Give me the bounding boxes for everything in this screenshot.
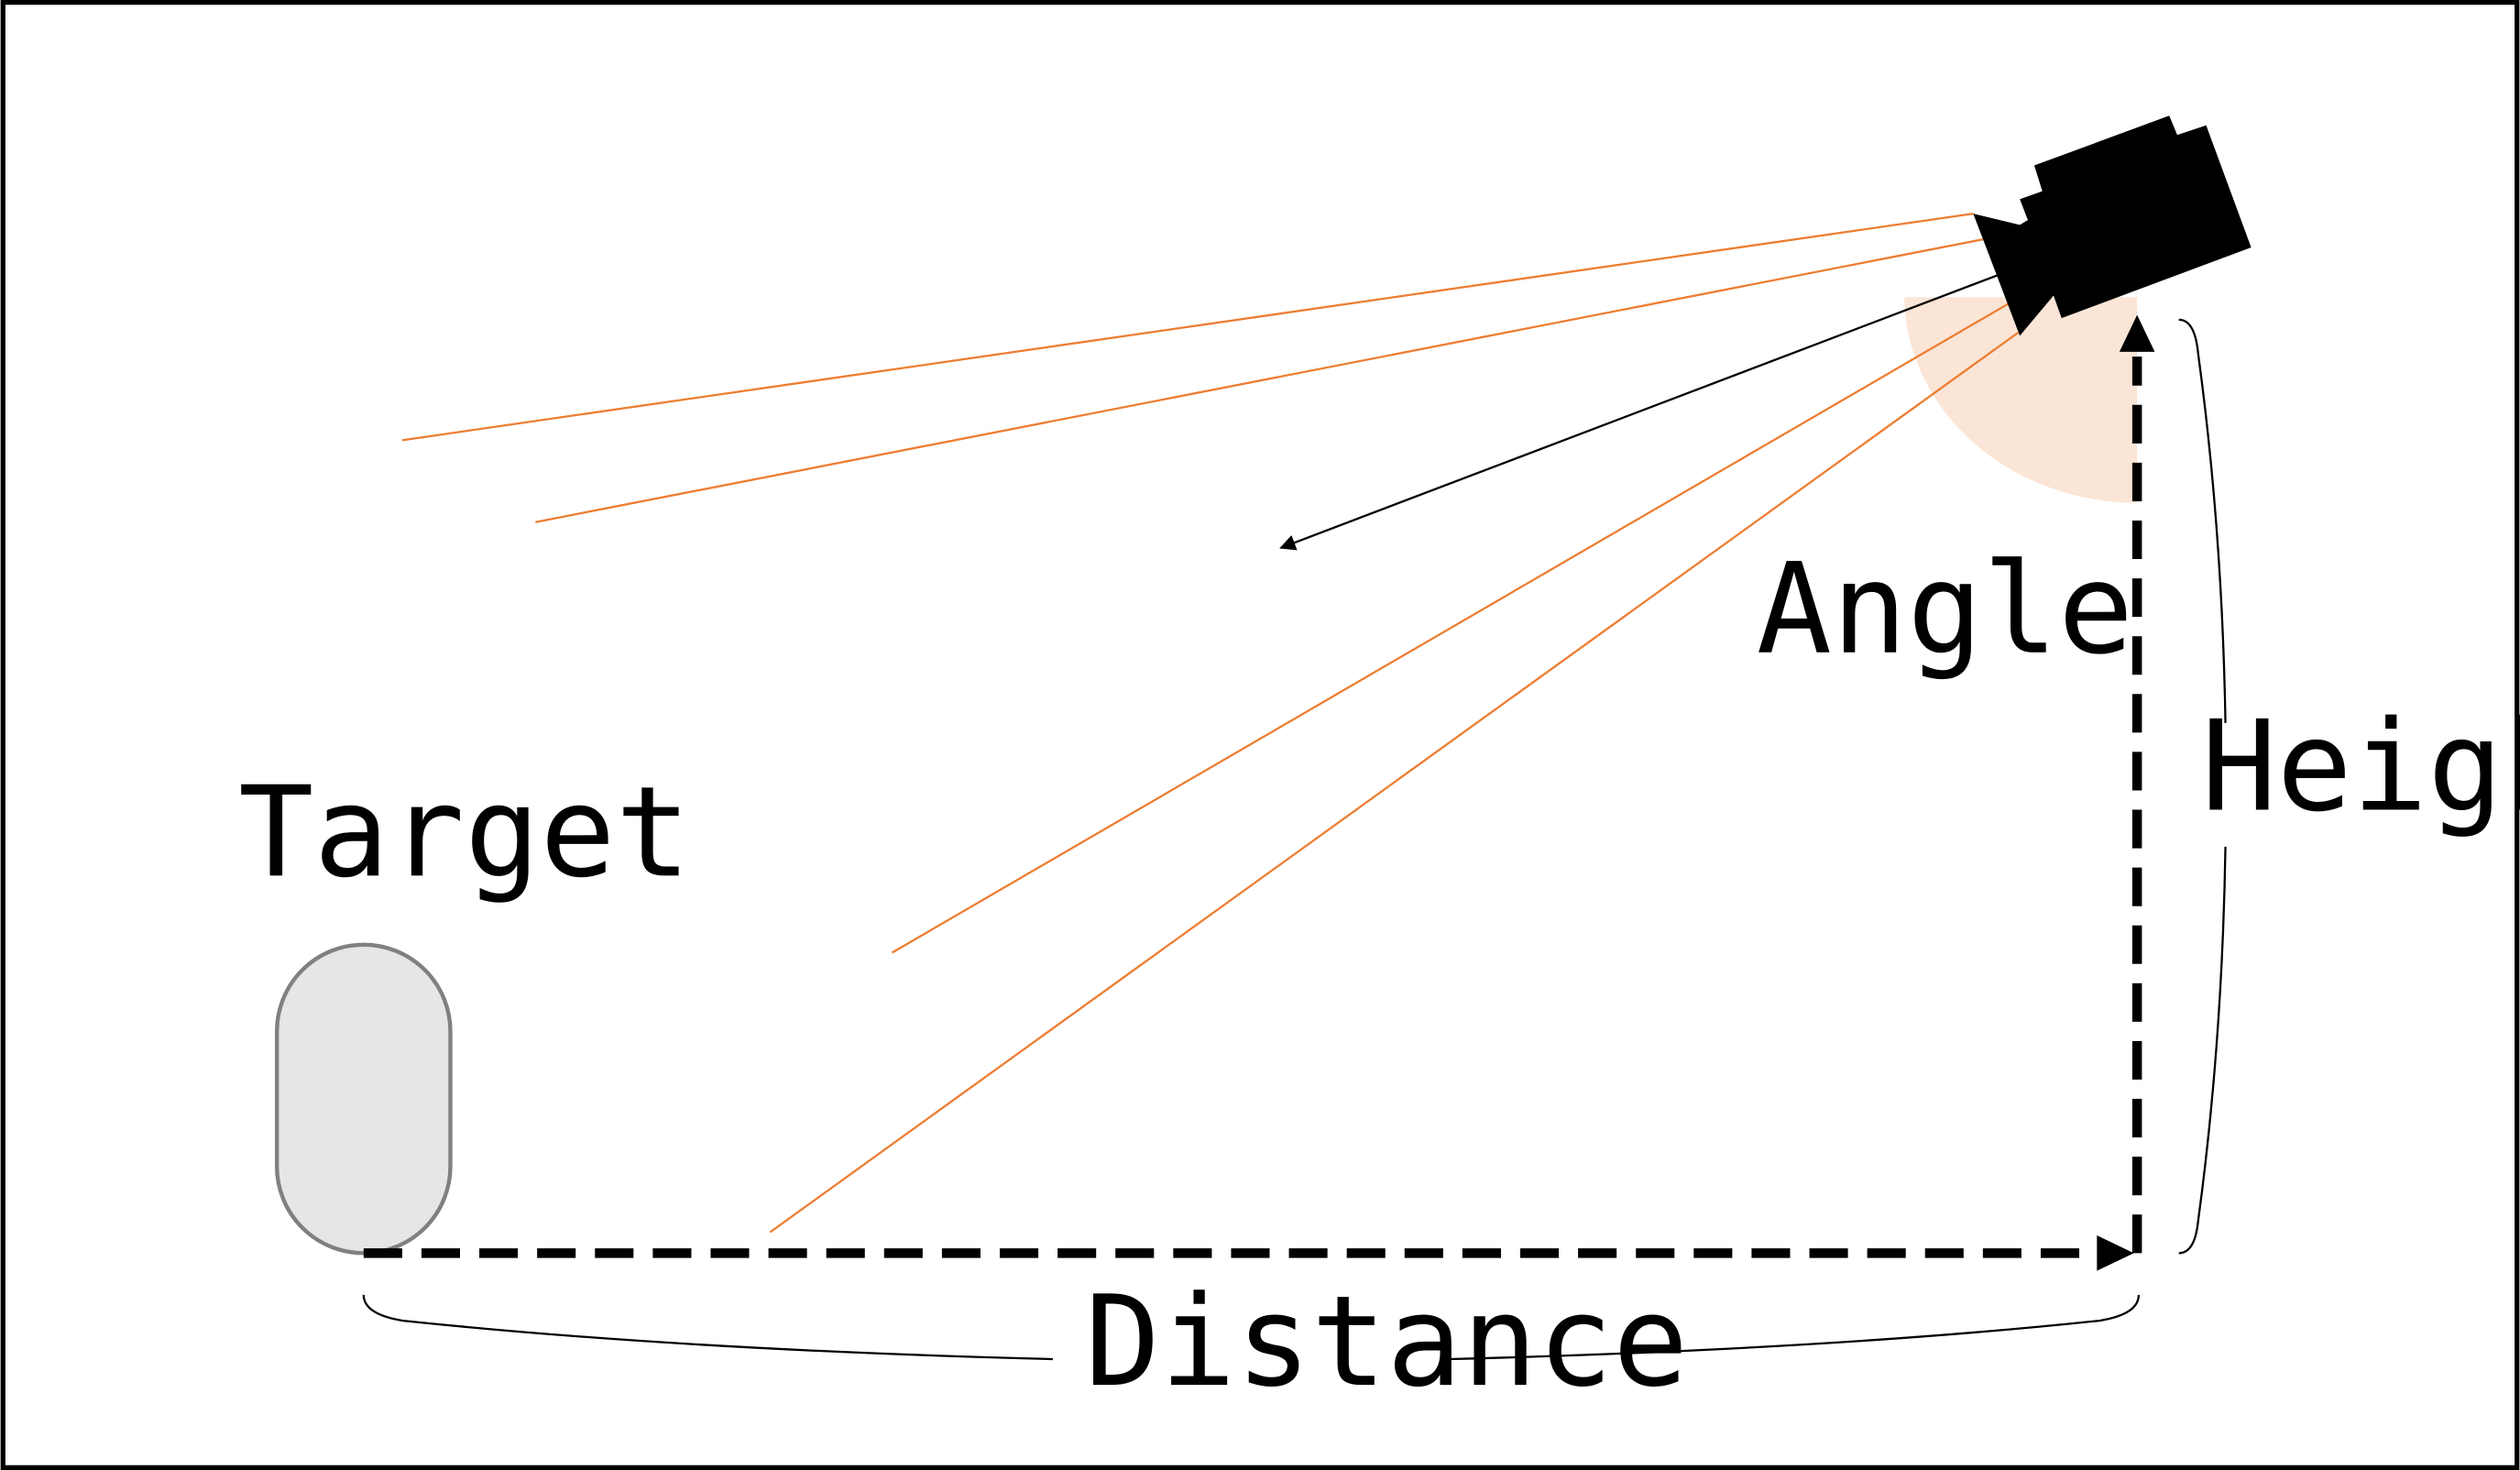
distance-label: Distance xyxy=(1085,1269,1689,1415)
height-arrowhead xyxy=(2119,314,2155,352)
height-brace xyxy=(2178,318,2227,1255)
height-label: Height xyxy=(2201,695,2520,840)
fov-ray-4 xyxy=(769,331,2020,1234)
fov-ray-1 xyxy=(401,213,1974,442)
distance-arrowhead xyxy=(2097,1235,2134,1271)
angle-sector xyxy=(1903,297,2138,503)
distance-brace xyxy=(362,1294,2141,1361)
angle-label: Angle xyxy=(1757,537,2134,683)
target-shape xyxy=(274,942,453,1256)
view-direction-arrow xyxy=(1279,273,2000,551)
fov-ray-3 xyxy=(891,302,2010,954)
camera-icon xyxy=(1973,115,2252,336)
fov-ray-2 xyxy=(535,238,1984,523)
field-of-view-rays xyxy=(401,213,2020,1234)
target-label: Target xyxy=(238,760,691,905)
